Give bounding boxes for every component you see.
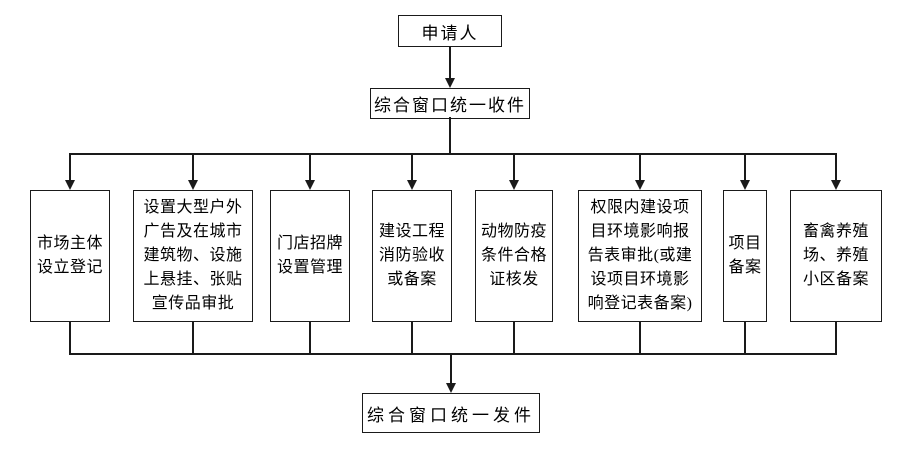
node-dept-market-entity-registration: 市场主体 设立登记 bbox=[30, 190, 110, 322]
arrowhead-down-icon bbox=[187, 180, 198, 190]
collect-drop-2 bbox=[192, 322, 194, 355]
collect-drop-7 bbox=[744, 322, 746, 355]
arrowhead-down-icon bbox=[739, 180, 750, 190]
arrowhead-down-icon bbox=[304, 180, 315, 190]
connector-applicant-intake bbox=[449, 46, 451, 79]
collect-drop-1 bbox=[69, 322, 71, 355]
node-dept-animal-epidemic-cert: 动物防疫 条件合格 证核发 bbox=[475, 190, 553, 322]
arrowhead-down-icon bbox=[444, 78, 455, 88]
collector-bus-line bbox=[69, 353, 837, 355]
collect-drop-3 bbox=[309, 322, 311, 355]
arrowhead-down-icon bbox=[445, 383, 456, 393]
node-intake-window: 综合窗口统一收件 bbox=[370, 88, 530, 119]
branch-drop-1 bbox=[69, 153, 71, 182]
branch-drop-7 bbox=[744, 153, 746, 182]
branch-drop-8 bbox=[835, 153, 837, 182]
branch-drop-3 bbox=[309, 153, 311, 182]
collect-drop-8 bbox=[835, 322, 837, 355]
collect-drop-6 bbox=[639, 322, 641, 355]
node-dept-fire-acceptance: 建设工程 消防验收 或备案 bbox=[372, 190, 452, 322]
node-dept-project-record: 项目 备案 bbox=[723, 190, 767, 322]
node-applicant: 申请人 bbox=[398, 15, 502, 47]
arrowhead-down-icon bbox=[830, 180, 841, 190]
branch-drop-4 bbox=[411, 153, 413, 182]
node-dept-shop-sign-management: 门店招牌 设置管理 bbox=[270, 190, 350, 322]
node-dept-environment-impact: 权限内建设项 目环境影响报 告表审批(或建 设项目环境影 响登记表备案) bbox=[578, 190, 702, 322]
arrowhead-down-icon bbox=[508, 180, 519, 190]
branch-drop-6 bbox=[639, 153, 641, 182]
distribution-bus-line bbox=[69, 153, 837, 155]
arrowhead-down-icon bbox=[406, 180, 417, 190]
connector-intake-bus bbox=[449, 117, 451, 155]
branch-drop-5 bbox=[513, 153, 515, 182]
node-dept-outdoor-ad-approval: 设置大型户外 广告及在城市 建筑物、设施 上悬挂、张贴 宣传品审批 bbox=[133, 190, 253, 322]
node-dispatch-window: 综合窗口统一发件 bbox=[362, 393, 540, 433]
node-dept-livestock-farm-record: 畜禽养殖 场、养殖 小区备案 bbox=[790, 190, 882, 322]
collect-drop-4 bbox=[411, 322, 413, 355]
collect-drop-5 bbox=[513, 322, 515, 355]
arrowhead-down-icon bbox=[64, 180, 75, 190]
arrowhead-down-icon bbox=[634, 180, 645, 190]
connector-bus-dispatch bbox=[450, 353, 452, 384]
branch-drop-2 bbox=[192, 153, 194, 182]
